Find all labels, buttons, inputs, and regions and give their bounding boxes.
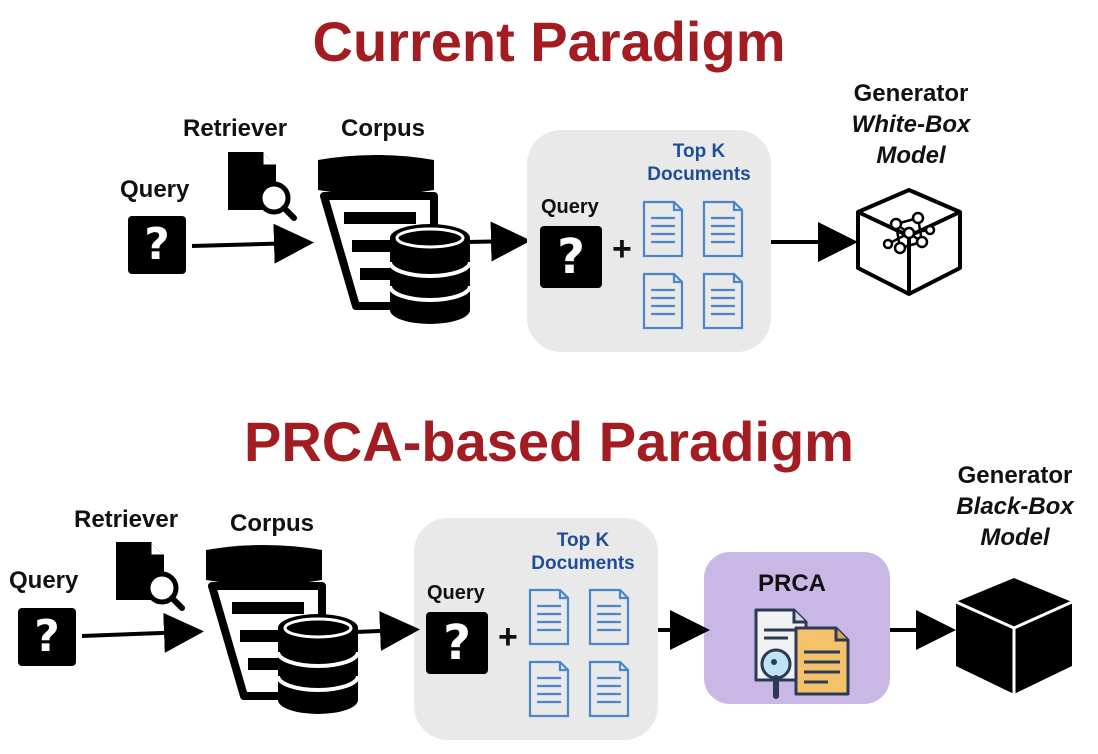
white-box-generator-label: Generator White-Box Model [826, 78, 996, 172]
query-icon: ? [128, 216, 186, 274]
prca-plus-sign: + [498, 618, 518, 656]
plus-sign: + [612, 230, 632, 268]
top-k-line2: Documents [647, 163, 751, 185]
panel-query-icon: ? [540, 226, 602, 288]
prca-query-icon: ? [18, 608, 76, 666]
generator-label: Generator [853, 80, 969, 107]
top-k-document-icons [642, 200, 744, 330]
prca-top-k-documents-label: Top K Documents [518, 530, 648, 576]
current-paradigm-title: Current Paradigm [312, 10, 786, 73]
top-k-documents-label: Top K Documents [634, 141, 764, 187]
prca-document-analysis-icon [754, 608, 850, 699]
model-label: Model [876, 142, 946, 170]
black-box-generator-label: Generator Black-Box Model [930, 460, 1098, 554]
corpus-icon [318, 155, 472, 324]
white-box-model-icon [856, 188, 962, 296]
prca-panel-query-label: Query [427, 582, 485, 604]
prca-module-label: PRCA [758, 570, 827, 597]
prca-top-k-document-icons [528, 588, 630, 718]
prca-generator-label: Generator [957, 462, 1073, 489]
retriever-label: Retriever [183, 115, 288, 142]
retriever-icon [228, 152, 297, 221]
prca-retriever-icon [116, 542, 185, 611]
prca-retriever-label: Retriever [74, 506, 179, 533]
black-box-model-icon [955, 578, 1073, 694]
prca-model-type-label: Black-Box [956, 493, 1074, 521]
prca-paradigm-title: PRCA-based Paradigm [244, 410, 854, 473]
prca-model-label: Model [980, 524, 1050, 552]
corpus-label: Corpus [341, 115, 425, 142]
model-type-label: White-Box [851, 111, 971, 139]
prca-panel-query-icon: ? [426, 612, 488, 674]
prca-corpus-icon [206, 545, 360, 714]
panel-query-label: Query [541, 196, 599, 218]
prca-corpus-label: Corpus [230, 510, 314, 537]
prca-query-label: Query [9, 567, 79, 594]
prca-top-k-line2: Documents [531, 552, 635, 574]
query-label: Query [120, 176, 190, 203]
top-k-line1: Top K [672, 141, 726, 162]
prca-top-k-line1: Top K [556, 530, 610, 551]
